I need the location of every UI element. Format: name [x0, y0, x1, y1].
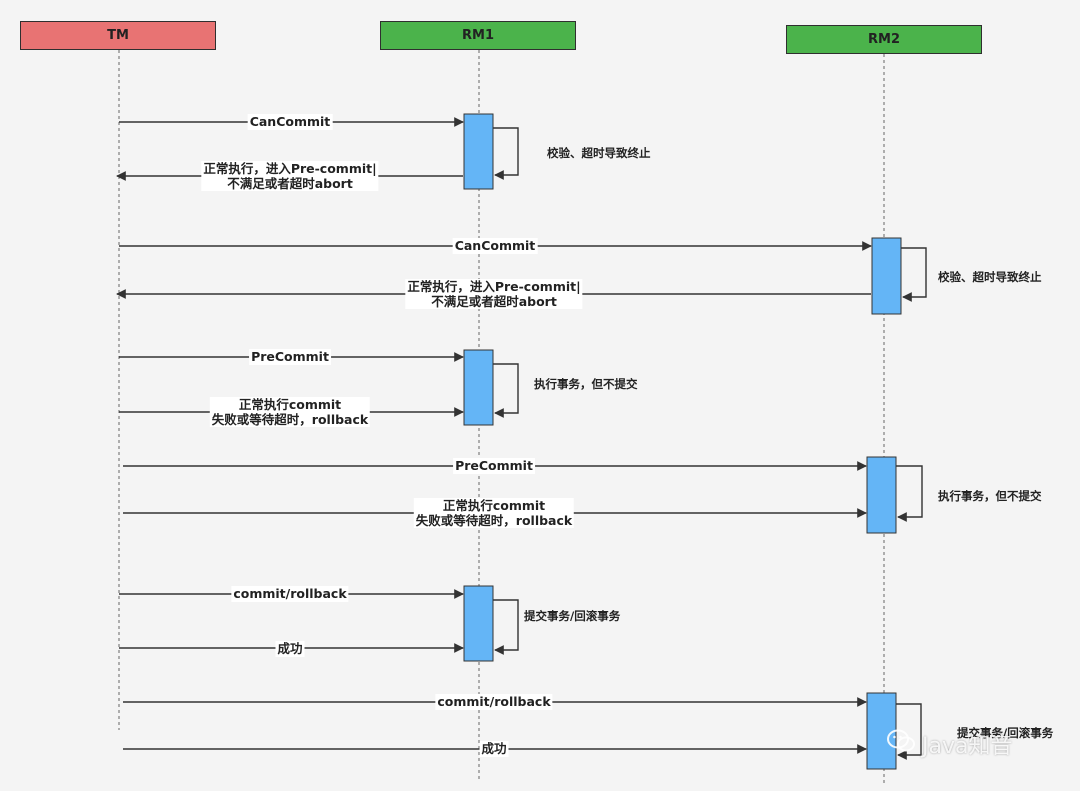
self-loop-rm2-1 — [901, 247, 927, 302]
self-loop-rm2-2 — [896, 465, 923, 522]
message-label-7: PreCommit — [453, 458, 535, 474]
activation-rm1-2 — [463, 349, 494, 426]
message-label-2-line1: 正常执行，进入Pre-commit| — [203, 161, 377, 176]
note-rm2-execute: 执行事务，但不提交 — [938, 489, 1042, 503]
message-label-8-line1: 正常执行commit — [442, 498, 546, 513]
message-label-8-line2: 失败或等待超时，rollback — [415, 513, 573, 528]
activation-rm2-2 — [866, 456, 897, 534]
message-label-4-line2: 不满足或者超时abort — [431, 294, 557, 309]
note-rm1-commit: 提交事务/回滚事务 — [524, 609, 621, 623]
self-loop-rm1-1 — [493, 127, 519, 180]
self-loop-rm1-2 — [493, 363, 519, 418]
watermark-text: Java知音 — [922, 734, 1013, 759]
message-label-4: 正常执行，进入Pre-commit| 不满足或者超时abort — [405, 279, 583, 309]
message-label-12: 成功 — [479, 741, 509, 757]
activation-rm1-3 — [463, 585, 494, 662]
note-rm2-validate: 校验、超时导致终止 — [938, 270, 1042, 284]
message-label-4-line1: 正常执行，进入Pre-commit| — [407, 279, 581, 294]
participant-tm: TM — [20, 21, 216, 50]
note-rm1-execute: 执行事务，但不提交 — [534, 377, 638, 391]
message-label-8: 正常执行commit 失败或等待超时，rollback — [413, 498, 575, 528]
activation-rm2-1 — [871, 237, 902, 315]
message-label-5: PreCommit — [249, 349, 331, 365]
wechat-icon — [886, 728, 916, 760]
message-label-2-line2: 不满足或者超时abort — [227, 176, 353, 191]
participant-rm1: RM1 — [380, 21, 576, 50]
self-loop-rm2-3 — [896, 703, 922, 760]
watermark: Java知音 — [886, 728, 1012, 760]
participant-rm2: RM2 — [786, 25, 982, 54]
note-rm1-validate: 校验、超时导致终止 — [547, 146, 651, 160]
message-label-6: 正常执行commit 失败或等待超时，rollback — [209, 397, 371, 427]
activation-rm1-1 — [463, 113, 494, 190]
message-label-1: CanCommit — [247, 114, 333, 130]
message-label-9: commit/rollback — [231, 586, 349, 602]
self-loop-rm1-3 — [493, 599, 519, 655]
note-rm2-commit: 提交事务/回滚事务 — [957, 726, 1054, 740]
message-label-3: CanCommit — [452, 238, 538, 254]
activation-rm2-3 — [866, 692, 897, 770]
message-label-10: 成功 — [275, 641, 305, 657]
message-label-6-line1: 正常执行commit — [238, 397, 342, 412]
message-label-6-line2: 失败或等待超时，rollback — [211, 412, 369, 427]
message-label-11: commit/rollback — [435, 694, 553, 710]
message-label-2: 正常执行，进入Pre-commit| 不满足或者超时abort — [201, 161, 379, 191]
